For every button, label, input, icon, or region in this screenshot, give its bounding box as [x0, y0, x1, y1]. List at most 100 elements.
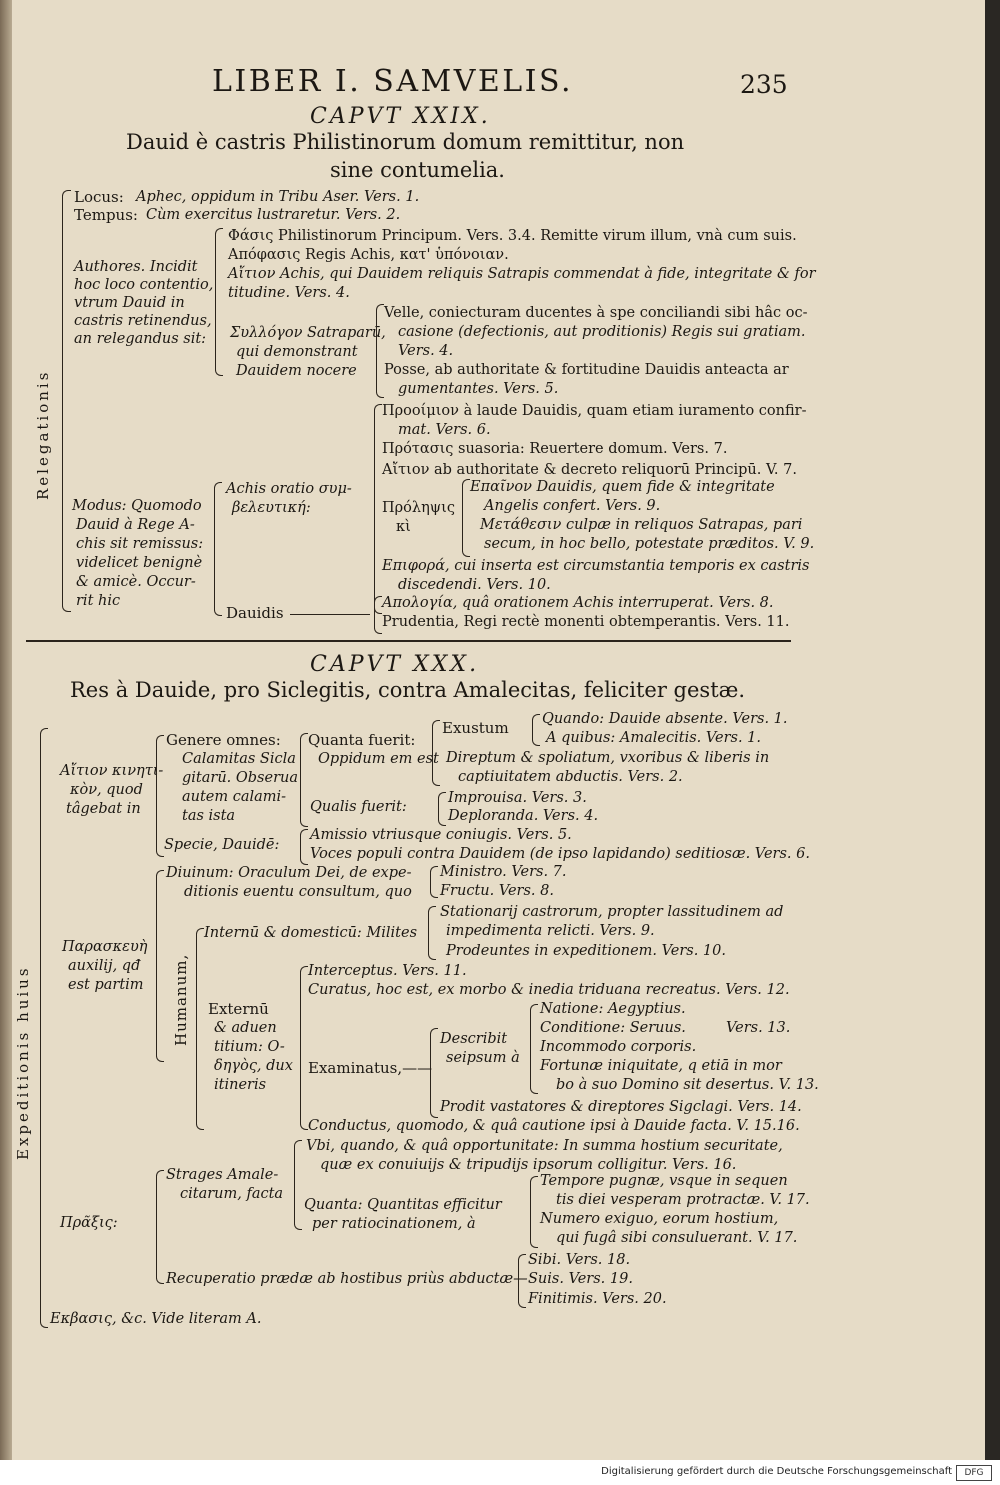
- footer-credit: Digitalisierung gefördert durch die Deut…: [601, 1466, 952, 1477]
- genere-line: Calamitas Sicla: [182, 751, 296, 767]
- expeditionis-brace: [40, 728, 48, 1328]
- aition-kinetikon-line: κὸν, quod: [70, 782, 143, 798]
- expeditionis-side-label: Expeditionis huius: [14, 965, 32, 1160]
- paraskeue-line: Παρασκευὴ: [62, 939, 148, 955]
- tempore-line1: Tempore pugnæ, vsque in sequen: [540, 1173, 788, 1189]
- describit-brace: [530, 1004, 538, 1094]
- stationarij-line1: Stationarij castrorum, propter lassitudi…: [440, 904, 784, 920]
- modus-line: videlicet benignè: [76, 555, 203, 571]
- velle-line1: Velle, coniecturam ducentes à spe concil…: [384, 305, 808, 321]
- humanum-label: Humanum,: [172, 953, 190, 1046]
- metathesis-line1: Μετάθεσιν culpæ in reliquos Satrapas, pa…: [480, 517, 803, 533]
- diuinum-line1: Diuinum: Oraculum Dei, de expe-: [166, 865, 412, 881]
- recuperatio-brace: [518, 1254, 526, 1308]
- improuisa-text: Improuisa. Vers. 3.: [448, 790, 587, 806]
- exodos-text: Εκβασις, &c. Vide literam A.: [50, 1311, 262, 1327]
- modus-line: & amicè. Occur-: [76, 574, 196, 590]
- authores-line: hoc loco contentio,: [74, 277, 214, 293]
- syllogon-line: Συλλόγον Satraparū,: [230, 325, 386, 341]
- fructu-text: Fructu. Vers. 8.: [440, 883, 554, 899]
- aition-2-text: Αἴτιον ab authoritate & decreto reliquor…: [382, 462, 797, 478]
- quanta-line: Quanta fuerit:: [308, 731, 416, 749]
- modus-line: chis sit remissus:: [76, 536, 204, 552]
- incommodo-text: Incommodo corporis.: [540, 1039, 697, 1055]
- velle-line3: Vers. 4.: [398, 343, 454, 359]
- paraskeue-line: est partim: [68, 977, 144, 993]
- externu-line: & aduen: [214, 1020, 277, 1036]
- tempore-line2: tis diei vesperam protractæ. V. 17.: [556, 1192, 810, 1208]
- prudentia-text: Prudentia, Regi rectè monenti obtemperan…: [382, 614, 790, 630]
- phasis-text: Φάσις Philistinorum Principum. Vers. 3.4…: [228, 228, 797, 244]
- epainon-line2: Angelis confert. Vers. 9.: [484, 498, 661, 514]
- strages-brace: [294, 1140, 302, 1230]
- relegationis-side-label: Relegationis: [34, 369, 52, 500]
- externu-line: Externū: [208, 1000, 269, 1018]
- epiphora-line2: discedendi. Vers. 10.: [398, 577, 551, 593]
- describit-line: seipsum à: [446, 1050, 520, 1066]
- exustum-label: Exustum: [442, 719, 509, 737]
- recuperatio-text: Recuperatio prædæ ab hostibus priùs abdu…: [166, 1271, 528, 1287]
- authores-line: Authores. Incidit: [74, 259, 198, 275]
- genere-line: gitarū. Obserua: [182, 770, 298, 786]
- vbi-line2: quæ ex conuiuijs & tripudijs ipsorum col…: [320, 1157, 737, 1173]
- quanta-brace: [432, 720, 440, 786]
- numero-line1: Numero exiguo, eorum hostium,: [540, 1211, 779, 1227]
- running-title: LIBER I. SAMVELIS.: [212, 64, 574, 99]
- footer-bar: Digitalisierung gefördert durch die Deut…: [0, 1460, 1000, 1485]
- apologia-text: Απολογία, quâ orationem Achis interruper…: [382, 595, 774, 611]
- vbi-line1: Vbi, quando, & quâ opportunitate: In sum…: [306, 1138, 783, 1154]
- prolepsis-line: Πρόληψις: [382, 500, 455, 516]
- authores-line: an relegandus sit:: [74, 331, 207, 347]
- internu-brace: [428, 906, 436, 960]
- strages-line: Strages Amale-: [166, 1167, 279, 1183]
- externu-line: itineris: [214, 1077, 267, 1093]
- page-edge: [985, 0, 1000, 1460]
- stationarij-line2: impedimenta relicti. Vers. 9.: [446, 923, 655, 939]
- chapter-30-caput: CAPVT XXX.: [310, 652, 480, 677]
- protasis-text: Πρότασις suasoria: Reuertere domum. Vers…: [382, 441, 728, 457]
- authores-line: castris retinendus,: [74, 313, 212, 329]
- paraskeue-line: auxilij, qđ: [68, 958, 141, 974]
- voces-text: Voces populi contra Dauidem (de ipso lap…: [310, 846, 810, 862]
- chapter-29-title-line1: Dauid è castris Philistinorum domum remi…: [126, 130, 685, 154]
- curatus-text: Curatus, hoc est, ex morbo & inedia trid…: [308, 982, 790, 998]
- natione-text: Natione: Aegyptius.: [540, 1001, 686, 1017]
- direptum-line2: captiuitatem abductis. Vers. 2.: [458, 769, 683, 785]
- authores-line: vtrum Dauid in: [74, 295, 185, 311]
- tempus-label: Tempus:: [74, 206, 138, 224]
- qualis-label: Qualis fuerit:: [310, 799, 407, 815]
- ministro-text: Ministro. Vers. 7.: [440, 864, 567, 880]
- internu-text: Internū & domesticū: Milites: [204, 925, 418, 941]
- interceptus-text: Interceptus. Vers. 11.: [308, 963, 467, 979]
- genere-line: autem calami-: [182, 789, 287, 805]
- externu-line: δηγὸς, dux: [214, 1058, 293, 1074]
- dauidis-label: Dauidis: [226, 604, 284, 622]
- aition-kinetikon-line: Αἴτιον κινητι-: [60, 763, 164, 779]
- vers-13-text: Vers. 13.: [726, 1020, 791, 1036]
- specie-brace: [300, 829, 308, 865]
- aition-1-line1: Αἴτιον Achis, qui Dauidem reliquis Satra…: [228, 266, 816, 282]
- dauidis-brace: [374, 596, 382, 634]
- quanta2-line: per ratiocinationem, à: [312, 1216, 476, 1232]
- achis-line: βελευτική:: [232, 500, 311, 516]
- apophasis-text: Απόφασις Regis Achis, κατ' ὑπόνοιαν.: [228, 247, 509, 263]
- posse-line1: Posse, ab authoritate & fortitudine Daui…: [384, 362, 789, 378]
- genere-line: tas ista: [182, 808, 236, 824]
- fortunae-line2: bo à suo Domino sit desertus. V. 13.: [556, 1077, 819, 1093]
- aition-kinetikon-brace: [156, 735, 164, 857]
- praxis-brace: [156, 1170, 164, 1284]
- genere-line: Genere omnes:: [166, 731, 281, 749]
- diuinum-line2: ditionis euentu consultum, quo: [184, 884, 412, 900]
- suis-text: Suis. Vers. 19.: [528, 1271, 633, 1287]
- page-gutter: [0, 0, 12, 1460]
- prodit-text: Prodit vastatores & direptores Sigclagi.…: [440, 1099, 802, 1115]
- dauidis-connector: [290, 614, 370, 615]
- specie-label: Specie, Dauidē:: [164, 837, 280, 853]
- examinatus-label: Examinatus,——: [308, 1059, 433, 1077]
- authores-brace: [215, 228, 223, 376]
- genere-brace: [300, 733, 308, 827]
- paraskeue-brace: [156, 870, 164, 1062]
- locus-label: Locus:: [74, 188, 124, 206]
- praxis-label: Πρᾶξις:: [60, 1215, 118, 1231]
- a-quibus-text: A quibus: Amalecitis. Vers. 1.: [546, 730, 762, 746]
